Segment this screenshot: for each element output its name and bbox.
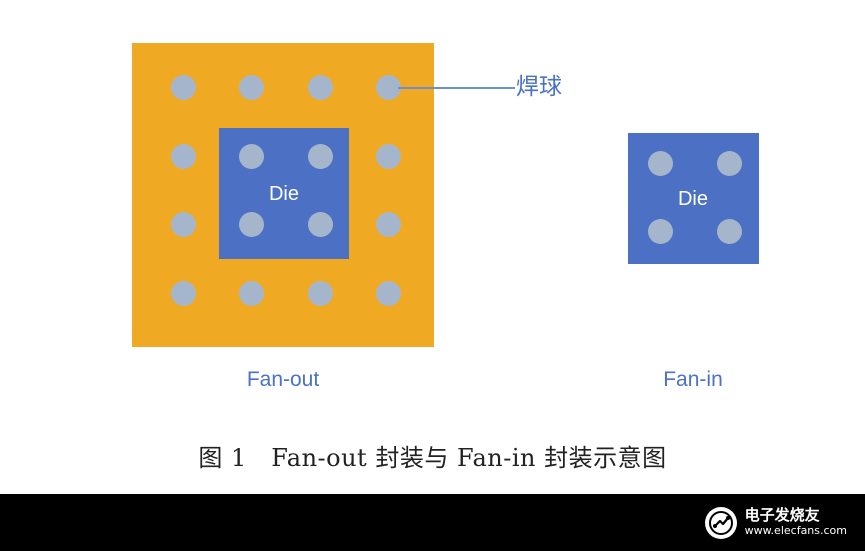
fanin-package-label: Fan-in [663, 368, 723, 391]
ball-callout-line [398, 87, 515, 89]
brand-name-cn: 电子发烧友 [744, 506, 820, 524]
watermark-logo: 电子发烧友 www.elecfans.com [704, 506, 847, 539]
solder-ball [376, 75, 401, 100]
solder-ball [239, 75, 264, 100]
ball-callout-label: 焊球 [516, 74, 562, 100]
solder-ball [717, 151, 742, 176]
solder-ball [171, 281, 196, 306]
solder-ball [648, 151, 673, 176]
solder-ball [308, 144, 333, 169]
solder-ball [308, 75, 333, 100]
solder-ball [376, 144, 401, 169]
solder-ball [308, 212, 333, 237]
fanout-die-label: Die [268, 183, 299, 205]
solder-ball [239, 281, 264, 306]
solder-ball [171, 212, 196, 237]
figure-caption: 图 1 Fan-out 封装与 Fan-in 封装示意图 [198, 444, 667, 472]
elecfans-logo-icon [704, 507, 737, 539]
solder-ball [171, 144, 196, 169]
solder-ball [239, 212, 264, 237]
solder-ball [648, 219, 673, 244]
solder-ball [376, 212, 401, 237]
solder-ball [717, 219, 742, 244]
solder-ball [239, 144, 264, 169]
fanout-package-label: Fan-out [246, 368, 320, 391]
brand-url: www.elecfans.com [744, 524, 847, 537]
solder-ball [308, 281, 333, 306]
solder-ball [171, 75, 196, 100]
solder-ball [376, 281, 401, 306]
fanin-die-label: Die [677, 188, 708, 210]
